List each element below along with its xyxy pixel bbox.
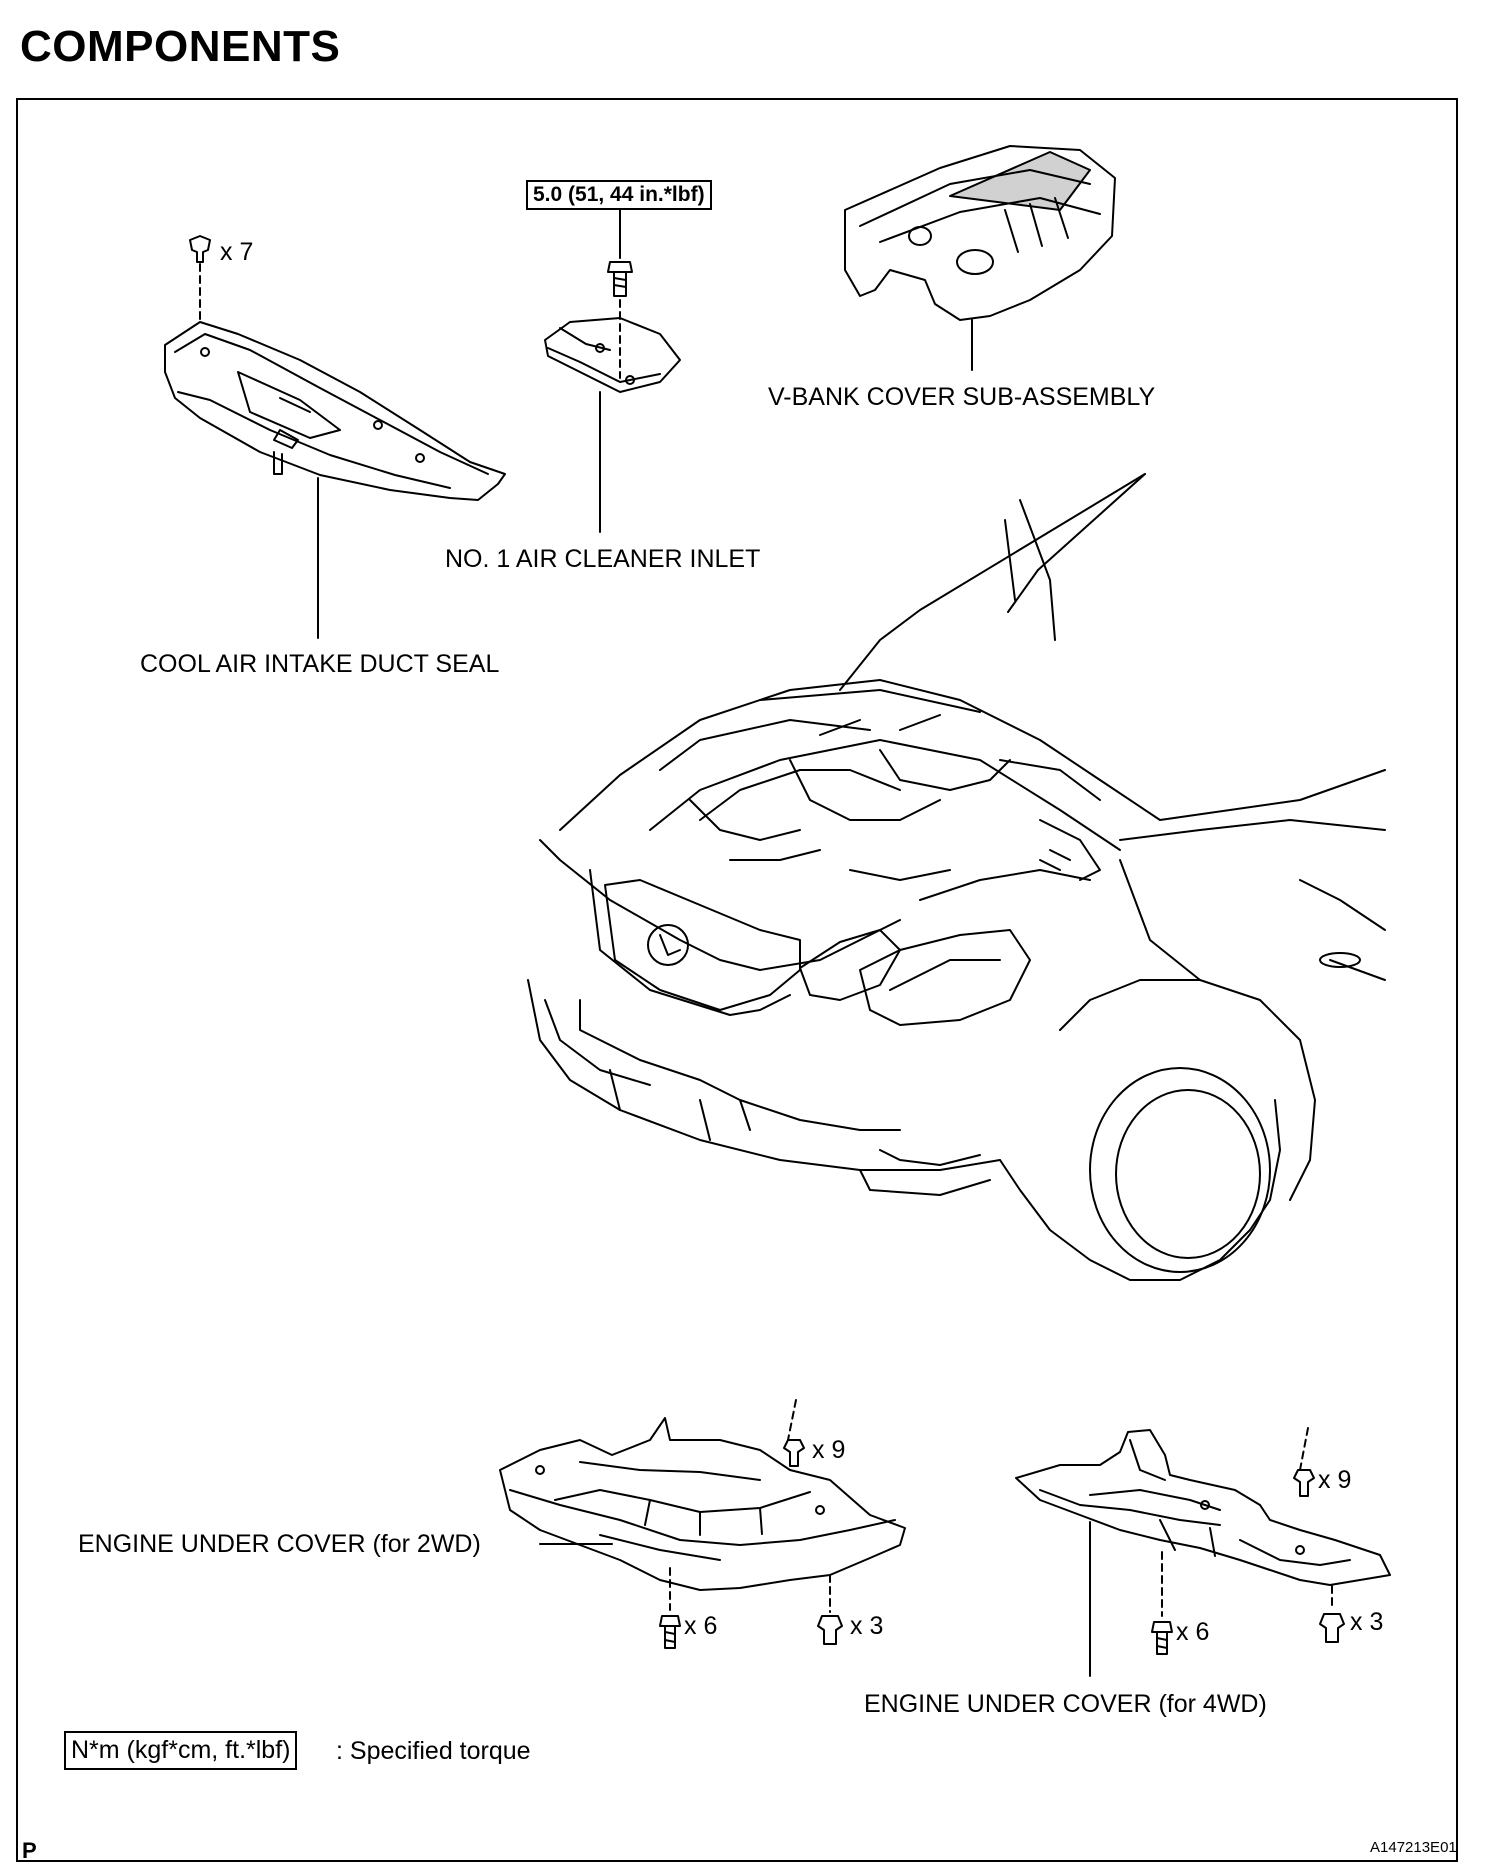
cool-air-intake-duct-seal-part [164,321,506,501]
torque-spec-box: 5.0 (51, 44 in.*lbf) [526,180,712,210]
clip-icon [1319,1613,1345,1643]
corner-mark: P [22,1838,37,1863]
qty-cover-4wd-top: x 9 [1318,1466,1352,1494]
vehicle-front-illustration [527,473,1386,1281]
leader-dashed [1299,1427,1309,1471]
bolt-icon [607,261,633,297]
label-cool-air-intake-duct-seal: COOL AIR INTAKE DUCT SEAL [140,650,500,678]
clip-icon [1293,1469,1315,1497]
qty-cover-2wd-top: x 9 [812,1436,846,1464]
clip-icon [189,235,211,263]
qty-cover-2wd-bolts: x 6 [684,1612,718,1640]
bolt-icon [659,1615,681,1649]
qty-duct-seal-clips: x 7 [220,238,254,266]
clip-icon [817,1615,843,1645]
qty-cover-2wd-clips: x 3 [850,1612,884,1640]
leader-dashed [787,1399,797,1441]
engine-under-cover-4wd-part [1015,1429,1391,1586]
diagram-frame [16,98,1458,1862]
page-title: COMPONENTS [20,22,341,71]
label-engine-under-cover-4wd: ENGINE UNDER COVER (for 4WD) [864,1690,1267,1718]
clip-icon [783,1439,805,1467]
v-bank-cover-part [844,145,1116,321]
bolt-icon [1151,1621,1173,1655]
label-v-bank-cover: V-BANK COVER SUB-ASSEMBLY [768,383,1156,411]
no1-air-cleaner-inlet-part [544,317,681,393]
legend-torque-unit-box: N*m (kgf*cm, ft.*lbf) [64,1731,298,1770]
qty-cover-4wd-bolts: x 6 [1176,1618,1210,1646]
figure-id: A147213E01 [1370,1839,1457,1856]
legend-torque-text: : Specified torque [336,1737,531,1765]
label-engine-under-cover-2wd: ENGINE UNDER COVER (for 2WD) [78,1530,481,1558]
qty-cover-4wd-clips: x 3 [1350,1608,1384,1636]
engine-under-cover-2wd-part [499,1417,906,1591]
label-no1-air-cleaner-inlet: NO. 1 AIR CLEANER INLET [445,545,761,573]
